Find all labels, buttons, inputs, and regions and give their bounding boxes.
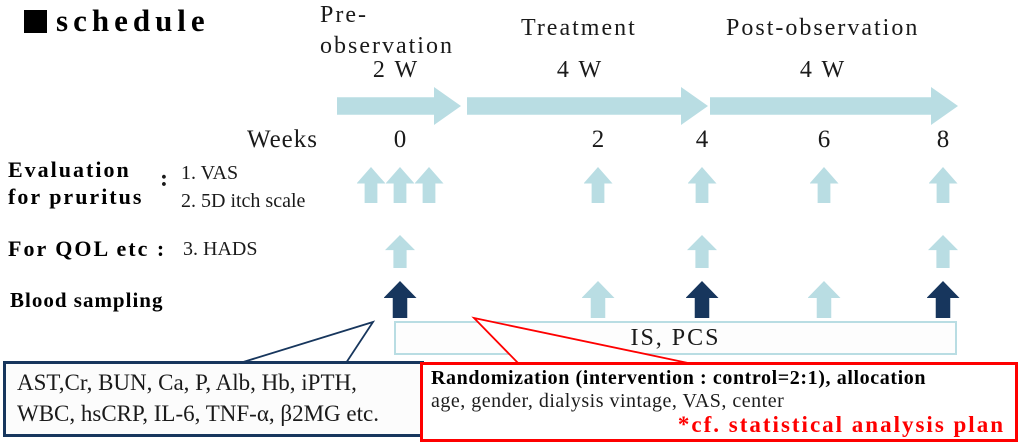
phase-duration-treatment: 4 W — [556, 57, 604, 83]
blood-sampling-arrow-week2 — [581, 281, 615, 318]
is-pcs-box: IS, PCS — [394, 321, 957, 355]
pre-observation-arrow — [337, 87, 461, 125]
blood-sampling-arrow-week8 — [926, 281, 960, 318]
randomization-box: Randomization (intervention : control=2:… — [420, 362, 1018, 442]
list-item-5d-itch-scale: 2. 5D itch scale — [181, 190, 306, 212]
blood-sampling-arrow-week4 — [685, 281, 719, 318]
blood-test-panel-box: AST,Cr, BUN, Ca, P, Alb, Hb, iPTH, WBC, … — [3, 361, 424, 437]
blood-test-panel-line2: WBC, hsCRP, IL-6, TNF-α, β2MG etc. — [17, 401, 379, 426]
row-label-blood-sampling: Blood sampling — [10, 288, 164, 312]
statistical-analysis-plan-note: *cf. statistical analysis plan — [677, 412, 1005, 437]
blood-test-panel-line1: AST,Cr, BUN, Ca, P, Alb, Hb, iPTH, — [17, 370, 357, 395]
blood-sampling-arrow-week6 — [807, 281, 841, 318]
evaluation-for-pruritus-arrow-week0-3 — [414, 167, 444, 203]
pruritus-scale-list: 1. VAS 2. 5D itch scale — [181, 159, 305, 215]
evaluation-for-pruritus-arrow-week8 — [928, 167, 958, 203]
randomization-factors: age, gender, dialysis vintage, VAS, cent… — [431, 390, 785, 412]
weeks-axis-label: Weeks — [246, 126, 318, 153]
week-tick-0: 0 — [393, 126, 407, 153]
week-tick-6: 6 — [817, 126, 831, 153]
filled-square-icon — [24, 9, 47, 33]
evaluation-for-pruritus-arrow-week0-2 — [385, 167, 415, 203]
is-pcs-label: IS, PCS — [630, 325, 721, 351]
blood-sampling-arrow-week0 — [383, 281, 417, 318]
week-tick-8: 8 — [936, 126, 950, 153]
phase-duration-post-observation: 4 W — [799, 57, 847, 83]
phase-label-pre-observation: Pre-observation — [320, 2, 454, 59]
row-label-for-qol: For QOL etc : — [8, 236, 167, 261]
phase-label-post-observation: Post-observation — [726, 15, 920, 41]
figure-title: schedule — [24, 4, 210, 38]
figure-title-text: schedule — [56, 3, 210, 38]
week-tick-4: 4 — [695, 126, 709, 153]
lab-box-callout-pointer — [239, 320, 376, 364]
list-item-hads: 3. HADS — [183, 238, 258, 260]
for-qol-arrow-week4 — [687, 235, 717, 268]
evaluation-for-pruritus-arrow-week4 — [687, 167, 717, 203]
treatment-arrow — [467, 87, 708, 125]
week-tick-2: 2 — [591, 126, 605, 153]
row-separator-colon: : — [160, 166, 168, 192]
evaluation-for-pruritus-arrow-week6 — [809, 167, 839, 203]
for-qol-arrow-week8 — [928, 235, 958, 268]
list-item-vas: 1. VAS — [181, 162, 239, 184]
evaluation-for-pruritus-arrow-week0-1 — [356, 167, 386, 203]
phase-duration-pre-observation: 2 W — [372, 57, 420, 83]
randomization-title: Randomization (intervention : control=2:… — [431, 367, 927, 389]
evaluation-for-pruritus-arrow-week2 — [583, 167, 613, 203]
phase-label-treatment: Treatment — [521, 15, 637, 41]
post-observation-arrow — [710, 87, 958, 125]
for-qol-arrow-week0 — [385, 235, 415, 268]
